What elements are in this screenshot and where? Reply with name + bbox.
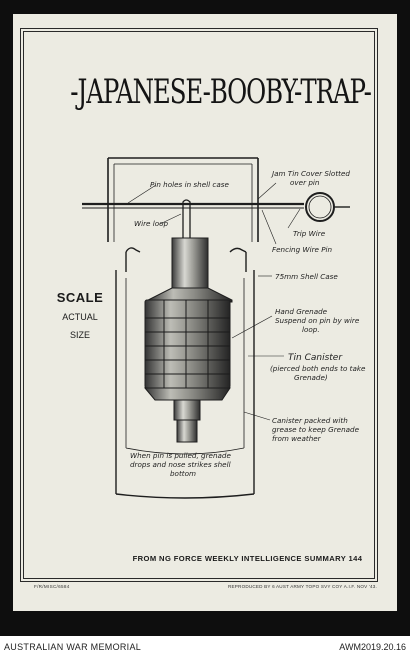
reproduction-credit: REPRODUCED BY 6 AUST ARMY TOPO SVY COY A… xyxy=(228,584,377,589)
hand-grenade xyxy=(143,237,233,443)
label-packed-1: Canister packed with xyxy=(272,416,348,425)
scale-note: SCALE ACTUAL SIZE xyxy=(40,290,120,341)
label-packed-3: from weather xyxy=(272,434,322,443)
label-packed-2: grease to keep Grenade xyxy=(272,425,360,434)
label-grenade-2: Suspend on pin by wire xyxy=(275,316,360,325)
footer-institution: AUSTRALIAN WAR MEMORIAL xyxy=(4,642,142,652)
tin-canister xyxy=(115,247,255,499)
poster-border-inner xyxy=(23,31,375,579)
label-pulled-2: drops and nose strikes shell xyxy=(130,460,231,469)
scale-heading: SCALE xyxy=(56,290,104,305)
label-tin-canister: Tin Canister xyxy=(288,353,343,363)
label-canister-note-2: Grenade) xyxy=(294,373,328,382)
label-shell-case: 75mm Shell Case xyxy=(275,272,338,281)
label-canister-note-1: (pierced both ends to take xyxy=(270,364,366,373)
intelligence-summary: FROM NG FORCE WEEKLY INTELLIGENCE SUMMAR… xyxy=(132,554,363,563)
label-jam-tin-2: over pin xyxy=(290,178,320,187)
label-pulled-1: When pin is pulled, grenade xyxy=(130,451,231,460)
reference-code: F/R/MISC/6584 xyxy=(34,584,70,589)
footer-accession-number: AWM2019.20.16 xyxy=(339,642,406,652)
shell-case xyxy=(107,157,259,242)
label-pin-holes: Pin holes in shell case xyxy=(150,180,230,189)
fencing-wire-pin xyxy=(82,192,350,222)
label-grenade-3: loop. xyxy=(302,325,320,334)
leader-lines xyxy=(127,182,301,421)
label-fencing-wire: Fencing Wire Pin xyxy=(272,245,333,254)
poster-border-outer xyxy=(20,28,378,582)
label-jam-tin-1: Jam Tin Cover Slotted xyxy=(270,169,350,178)
wire-loop xyxy=(182,199,191,238)
label-trip-wire: Trip Wire xyxy=(293,229,326,238)
label-grenade-1: Hand Grenade xyxy=(275,307,328,316)
scale-value-2: SIZE xyxy=(69,330,90,340)
label-pulled-3: bottom xyxy=(170,469,196,478)
label-wire-loop: Wire loop xyxy=(134,219,169,228)
scale-value: ACTUAL xyxy=(62,312,98,322)
